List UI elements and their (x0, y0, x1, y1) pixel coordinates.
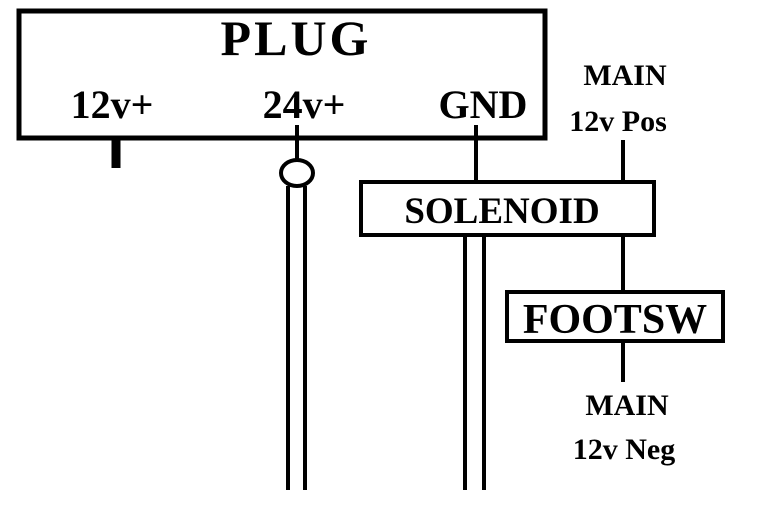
terminal-24v-label: 24v+ (263, 82, 346, 127)
terminal-12v-label: 12v+ (71, 82, 154, 127)
terminal-gnd-label: GND (439, 82, 528, 127)
main-neg-line1: MAIN (585, 389, 669, 422)
plug-box (16, 8, 548, 141)
footswitch-box (505, 290, 725, 343)
main-pos-line2: 12v Pos (569, 105, 667, 138)
solenoid-box (359, 180, 656, 237)
footswitch-label: FOOTSW (523, 297, 707, 343)
main-neg-line2: 12v Neg (573, 433, 675, 466)
connector-24v (279, 158, 315, 188)
main-pos-line1: MAIN (583, 59, 667, 92)
solenoid-label: SOLENOID (404, 191, 599, 232)
plug-title: PLUG (221, 10, 372, 66)
